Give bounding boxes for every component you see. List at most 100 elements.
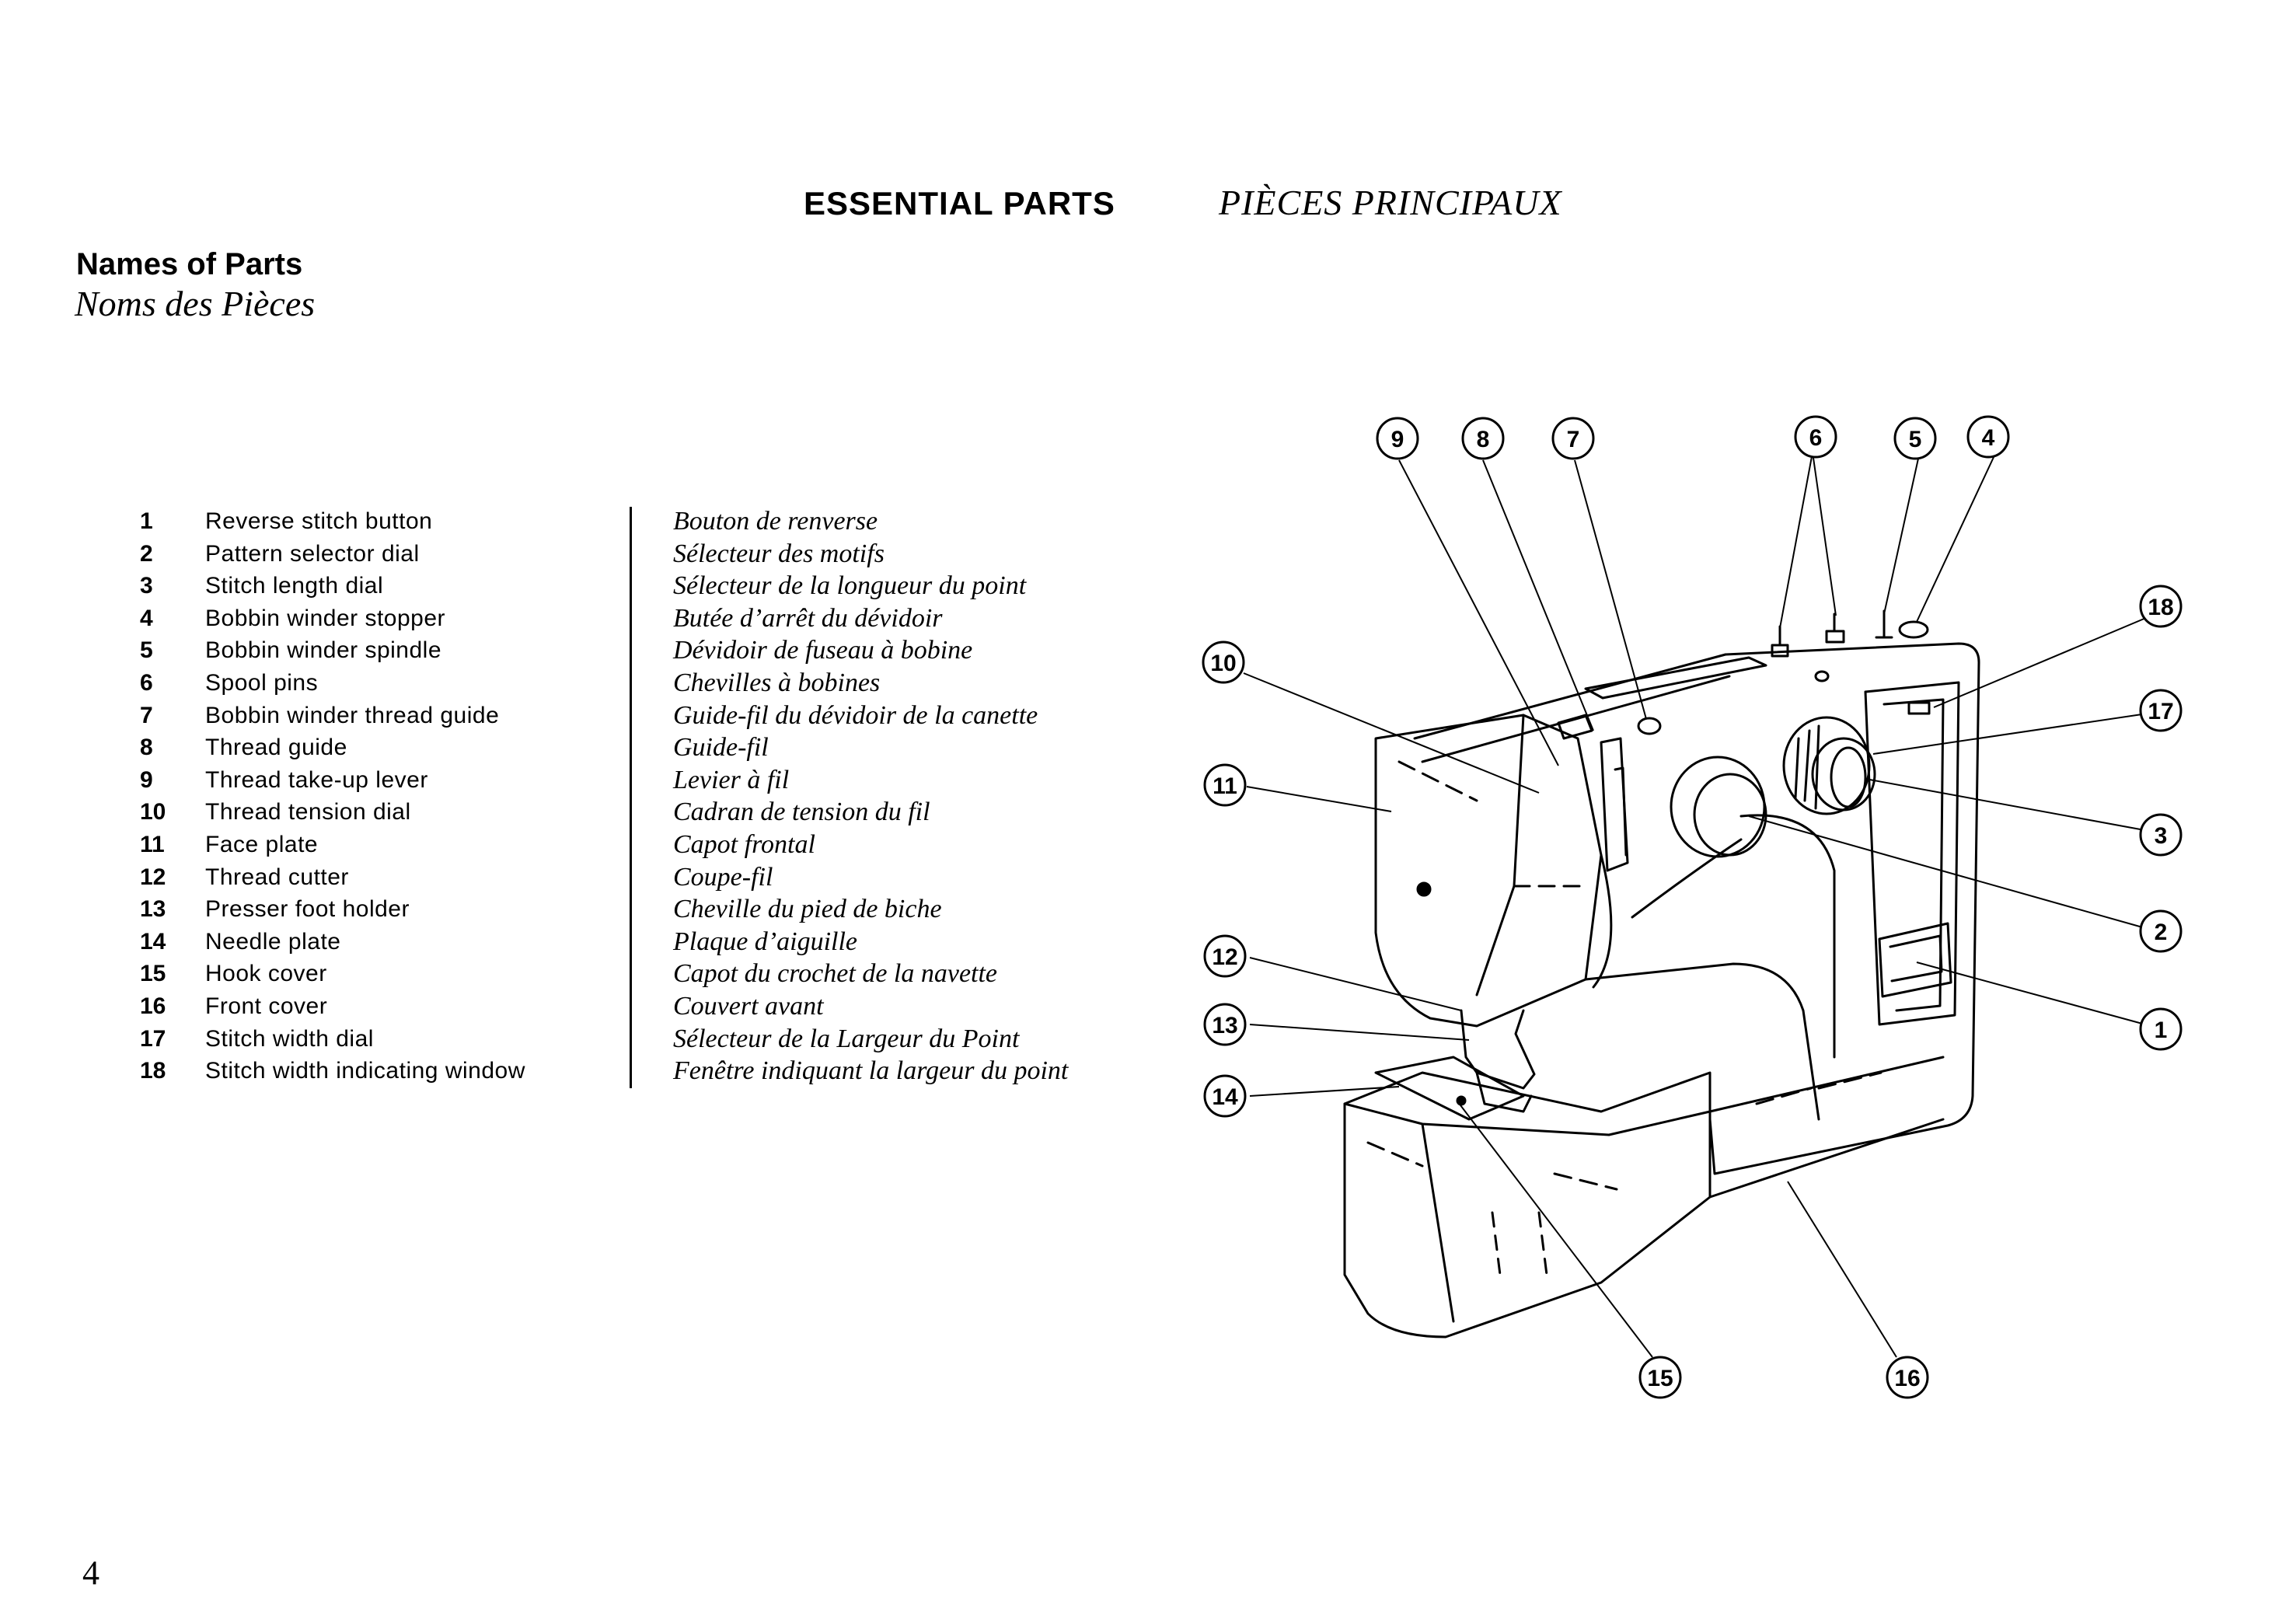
callout-4: 4 [1966,415,2010,459]
list-item: 16 Front cover Couvert avant [140,990,1104,1023]
section-title-french: Noms des Pièces [75,284,316,323]
part-name-french: Chevilles à bobines [673,668,881,697]
page-title-english: ESSENTIAL PARTS [804,185,1115,222]
part-name-french: Plaque d’aiguille [673,927,858,956]
page-number: 4 [82,1554,99,1592]
callout-9: 9 [1376,417,1419,460]
callout-1: 1 [2139,1007,2183,1051]
part-name-english: Pattern selector dial [205,540,420,567]
callout-17: 17 [2139,689,2183,732]
part-number: 17 [140,1025,166,1052]
column-divider [630,507,632,1088]
part-number: 7 [140,702,153,728]
part-name-english: Stitch width indicating window [205,1058,525,1084]
part-number: 12 [140,864,166,890]
svg-text:14: 14 [1212,1084,1238,1110]
part-name-english: Thread take-up lever [205,766,428,793]
part-name-french: Cheville du pied de biche [673,895,942,924]
svg-text:8: 8 [1477,427,1490,452]
svg-text:1: 1 [2155,1017,2168,1043]
part-name-english: Stitch width dial [205,1025,374,1052]
list-item: 13 Presser foot holder Cheville du pied de… [140,893,1104,926]
sewing-machine-drawing [1343,609,1980,1339]
part-name-english: Bobbin winder stopper [205,605,446,631]
part-name-english: Bobbin winder spindle [205,637,442,664]
part-number: 2 [140,540,153,567]
part-name-french: Guide-fil [673,733,769,763]
list-item: 9 Thread take-up lever Levier à fil [140,764,1104,797]
list-item: 10 Thread tension dial Cadran de tension d… [140,796,1104,829]
callout-6: 6 [1794,415,1837,459]
part-name-english: Thread cutter [205,864,349,890]
part-name-english: Bobbin winder thread guide [205,702,500,728]
callout-12: 12 [1203,934,1247,978]
svg-text:16: 16 [1894,1366,1920,1391]
list-item: 14 Needle plate Plaque d’aiguille [140,926,1104,958]
svg-text:9: 9 [1391,427,1404,452]
part-name-english: Presser foot holder [205,896,410,923]
svg-text:18: 18 [2148,595,2173,620]
svg-text:13: 13 [1212,1013,1237,1038]
list-item: 1 Reverse stitch button Bouton de renverse [140,505,1104,538]
part-name-french: Capot frontal [673,829,815,859]
svg-text:12: 12 [1212,944,1237,970]
part-name-french: Cadran de tension du fil [673,798,930,827]
callout-14: 14 [1203,1074,1247,1118]
part-name-english: Thread tension dial [205,799,411,825]
part-number: 8 [140,735,153,761]
svg-text:2: 2 [2155,920,2168,945]
callout-13: 13 [1203,1003,1247,1046]
part-name-french: Sélecteur des motifs [673,539,885,568]
callout-2: 2 [2139,909,2183,953]
part-name-french: Bouton de renverse [673,507,878,536]
callout-labels: 9 8 7 6 5 4 18 10 17 11 3 2 12 1 13 14 1… [1202,415,2183,1399]
part-name-french: Capot du crochet de la navette [673,959,998,989]
svg-text:5: 5 [1909,427,1922,452]
part-name-french: Sélecteur de la Largeur du Point [673,1024,1020,1053]
callout-5: 5 [1893,417,1937,460]
svg-text:7: 7 [1567,427,1580,452]
part-name-french: Couvert avant [673,991,824,1021]
part-name-english: Front cover [205,993,328,1019]
list-item: 17 Stitch width dial Sélecteur de la Large… [140,1023,1104,1056]
callout-11: 11 [1203,763,1247,807]
part-number: 14 [140,928,166,955]
part-number: 10 [140,799,166,825]
part-name-french: Fenêtre indiquant la largeur du point [673,1056,1069,1086]
part-number: 4 [140,605,153,631]
part-number: 11 [140,831,165,857]
svg-text:6: 6 [1809,425,1823,451]
part-name-french: Butée d’arrêt du dévidoir [673,603,943,633]
list-item: 3 Stitch length dial Sélecteur de la longu… [140,570,1104,602]
section-title-english: Names of Parts [76,247,303,281]
part-name-french: Sélecteur de la longueur du point [673,571,1027,601]
callout-15: 15 [1638,1356,1682,1399]
svg-text:17: 17 [2148,699,2173,724]
part-name-english: Reverse stitch button [205,508,433,534]
part-name-english: Stitch length dial [205,573,384,599]
list-item: 8 Thread guide Guide-fil [140,731,1104,764]
callout-3: 3 [2139,813,2183,857]
callout-10: 10 [1202,640,1245,684]
part-name-french: Levier à fil [673,765,790,794]
part-name-english: Spool pins [205,669,319,696]
part-number: 16 [140,993,166,1019]
part-number: 3 [140,573,153,599]
part-name-english: Needle plate [205,928,341,955]
list-item: 4 Bobbin winder stopper Butée d’arrêt du d… [140,602,1104,635]
parts-list: 1 Reverse stitch button Bouton de renverse… [140,505,1104,1087]
callout-7: 7 [1551,417,1595,460]
part-name-english: Hook cover [205,961,327,987]
part-number: 13 [140,896,166,923]
part-number: 9 [140,766,153,793]
part-name-french: Dévidoir de fuseau à bobine [673,636,973,665]
part-name-english: Thread guide [205,735,347,761]
callout-8: 8 [1461,417,1505,460]
part-number: 1 [140,508,153,534]
